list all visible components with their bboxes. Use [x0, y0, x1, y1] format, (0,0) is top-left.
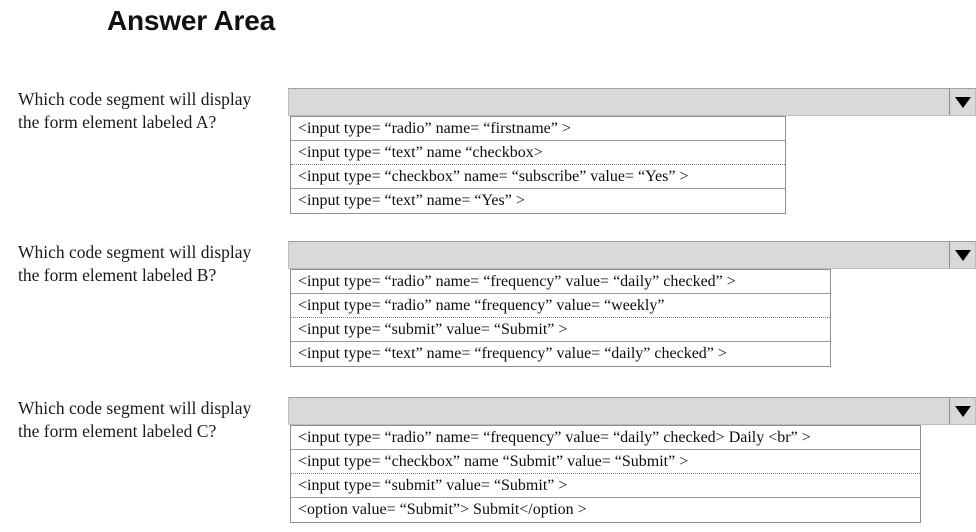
dropdown-b-arrow-button[interactable]	[949, 242, 975, 268]
question-c-prompt: Which code segment will display the form…	[18, 397, 280, 443]
dropdown-b-option-2[interactable]: <input type= “submit” value= “Submit” >	[291, 318, 830, 342]
triangle-down-icon	[954, 405, 971, 417]
dropdown-a-value	[289, 89, 949, 115]
dropdown-c-option-1[interactable]: <input type= “checkbox” name “Submit” va…	[291, 450, 920, 474]
dropdown-c-value	[289, 398, 949, 424]
dropdown-c[interactable]	[288, 397, 976, 425]
question-a-prompt-line1: Which code segment will display	[18, 89, 252, 109]
dropdown-b-option-0[interactable]: <input type= “radio” name= “frequency” v…	[291, 270, 830, 294]
question-b-prompt: Which code segment will display the form…	[18, 241, 280, 287]
question-b-prompt-line1: Which code segment will display	[18, 242, 252, 262]
dropdown-a-option-1[interactable]: <input type= “text” name “checkbox>	[291, 141, 785, 165]
dropdown-b-option-list[interactable]: <input type= “radio” name= “frequency” v…	[290, 269, 831, 367]
dropdown-a-option-2[interactable]: <input type= “checkbox” name= “subscribe…	[291, 165, 785, 189]
dropdown-c-option-list[interactable]: <input type= “radio” name= “frequency” v…	[290, 425, 921, 523]
dropdown-a-option-0[interactable]: <input type= “radio” name= “firstname” >	[291, 117, 785, 141]
dropdown-c-option-2[interactable]: <input type= “submit” value= “Submit” >	[291, 474, 920, 498]
dropdown-b-value	[289, 242, 949, 268]
dropdown-a-option-list[interactable]: <input type= “radio” name= “firstname” >…	[290, 116, 786, 214]
dropdown-a-arrow-button[interactable]	[949, 89, 975, 115]
question-c-prompt-line1: Which code segment will display	[18, 398, 252, 418]
question-a-prompt: Which code segment will display the form…	[18, 88, 280, 134]
dropdown-b-option-3[interactable]: <input type= “text” name= “frequency” va…	[291, 342, 830, 366]
question-b-prompt-line2: the form element labeled B?	[18, 265, 217, 285]
triangle-down-icon	[954, 96, 971, 108]
triangle-down-icon	[954, 249, 971, 261]
dropdown-b-option-1[interactable]: <input type= “radio” name “frequency” va…	[291, 294, 830, 318]
page-title: Answer Area	[107, 5, 275, 36]
question-c-prompt-line2: the form element labeled C?	[18, 421, 217, 441]
question-a-prompt-line2: the form element labeled A?	[18, 112, 217, 132]
dropdown-c-option-0[interactable]: <input type= “radio” name= “frequency” v…	[291, 426, 920, 450]
dropdown-c-arrow-button[interactable]	[949, 398, 975, 424]
dropdown-a[interactable]	[288, 88, 976, 116]
dropdown-c-option-3[interactable]: <option value= “Submit”> Submit</option …	[291, 498, 920, 522]
dropdown-a-option-3[interactable]: <input type= “text” name= “Yes” >	[291, 189, 785, 213]
dropdown-b[interactable]	[288, 241, 976, 269]
